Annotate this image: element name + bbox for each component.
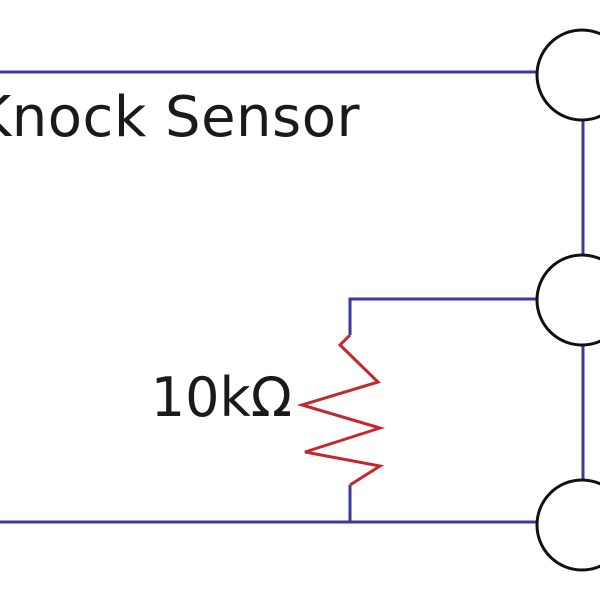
terminal-3: [535, 478, 600, 572]
resistor-value-label: 10kΩ: [150, 366, 292, 429]
resistor-symbol: [296, 333, 386, 487]
wire-resistor-top: [348, 297, 540, 335]
terminal-1: [535, 28, 600, 122]
sensor-label: Knock Sensor: [0, 85, 360, 150]
terminal-2: [535, 253, 600, 347]
